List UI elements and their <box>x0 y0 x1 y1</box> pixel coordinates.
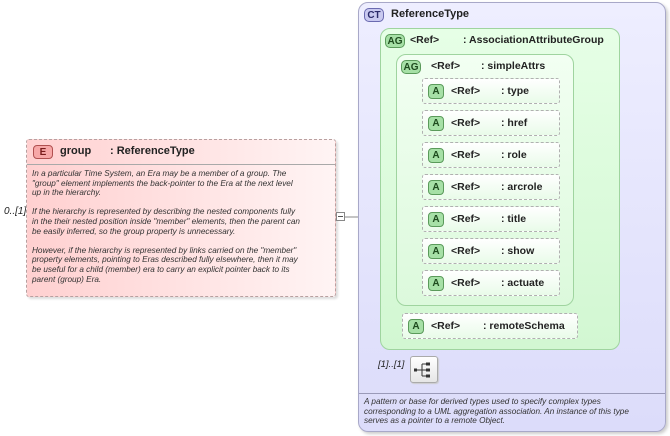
collapse-toggle-icon[interactable] <box>336 212 345 221</box>
attribute-ref: <Ref> <box>451 277 481 289</box>
element-name: group <box>60 145 92 157</box>
attribute-name: : remoteSchema <box>483 320 565 332</box>
attribute-badge: A <box>428 180 444 195</box>
attribute-group-badge: AG <box>385 34 405 48</box>
doc-line: property elements, pointing to Eras desc… <box>32 255 298 265</box>
attribute-name: : href <box>501 117 528 129</box>
attribute-badge: A <box>428 212 444 227</box>
doc-line: in the their nested position inside "mem… <box>32 216 300 226</box>
attribute-role[interactable]: A <Ref> : role <box>422 142 560 168</box>
attribute-badge: A <box>428 116 444 131</box>
attribute-group-name: : simpleAttrs <box>481 60 546 72</box>
attribute-badge: A <box>428 276 444 291</box>
attribute-group-badge: AG <box>401 60 421 74</box>
sequence-box[interactable] <box>410 356 438 383</box>
attribute-name: : show <box>501 245 535 257</box>
attribute-name: : type <box>501 85 530 97</box>
doc-line: However, if the hierarchy is represented… <box>32 245 297 255</box>
sequence-icon <box>414 362 430 378</box>
doc-line: serves as a pointer to a remote Object. <box>364 416 506 426</box>
attribute-ref: <Ref> <box>451 213 481 225</box>
attribute-badge: A <box>428 244 444 259</box>
element-box[interactable]: E group : ReferenceType In a particular … <box>26 139 336 297</box>
element-divider <box>27 164 335 165</box>
complex-type-name: ReferenceType <box>391 8 470 20</box>
attribute-title[interactable]: A <Ref> : title <box>422 206 560 232</box>
doc-line: be useful for a child (member) era to ca… <box>32 264 290 274</box>
sequence-occurrence: [1]..[1] <box>378 359 405 370</box>
attribute-ref: <Ref> <box>451 117 481 129</box>
doc-line: parent (group) Era. <box>32 274 102 284</box>
doc-line <box>32 198 300 208</box>
attribute-href[interactable]: A <Ref> : href <box>422 110 560 136</box>
attribute-badge: A <box>408 319 424 334</box>
attribute-ref: <Ref> <box>451 85 481 97</box>
complex-type-documentation: A pattern or base for derived types used… <box>364 397 629 426</box>
attribute-actuate[interactable]: A <Ref> : actuate <box>422 270 560 296</box>
doc-line: A pattern or base for derived types used… <box>364 397 601 406</box>
attribute-ref: <Ref> <box>451 245 481 257</box>
doc-line: In a particular Time System, an Era may … <box>32 169 287 178</box>
complex-type-divider <box>359 393 665 394</box>
attribute-ref: <Ref> <box>451 149 481 161</box>
attribute-show[interactable]: A <Ref> : show <box>422 238 560 264</box>
attribute-remote-schema[interactable]: A <Ref> : remoteSchema <box>402 313 578 339</box>
attribute-name: : role <box>501 149 527 161</box>
attribute-name: : actuate <box>501 277 545 289</box>
element-documentation: In a particular Time System, an Era may … <box>32 169 300 284</box>
attribute-arcrole[interactable]: A <Ref> : arcrole <box>422 174 560 200</box>
attribute-group-ref: <Ref> <box>431 60 461 72</box>
attribute-group-ref: <Ref> <box>410 34 440 46</box>
element-type: : ReferenceType <box>110 145 195 157</box>
complex-type-badge: CT <box>364 8 384 22</box>
doc-line: If the hierarchy is represented by descr… <box>32 207 296 217</box>
attribute-badge: A <box>428 84 444 99</box>
attribute-group-name: : AssociationAttributeGroup <box>463 34 604 46</box>
attribute-ref: <Ref> <box>431 320 461 332</box>
attribute-badge: A <box>428 148 444 163</box>
attribute-name: : arcrole <box>501 181 543 193</box>
attribute-ref: <Ref> <box>451 181 481 193</box>
attribute-type[interactable]: A <Ref> : type <box>422 78 560 104</box>
element-badge: E <box>33 145 53 159</box>
attribute-name: : title <box>501 213 527 225</box>
doc-line: corresponding to a UML aggregation assoc… <box>364 406 629 416</box>
doc-line: "group" element implements the back-poin… <box>32 178 293 188</box>
element-occurrence: 0..[1] <box>4 206 27 217</box>
doc-line: be easily inferred, so the group propert… <box>32 226 236 236</box>
doc-line: up in the hierarchy. <box>32 188 102 198</box>
doc-line <box>32 236 300 246</box>
